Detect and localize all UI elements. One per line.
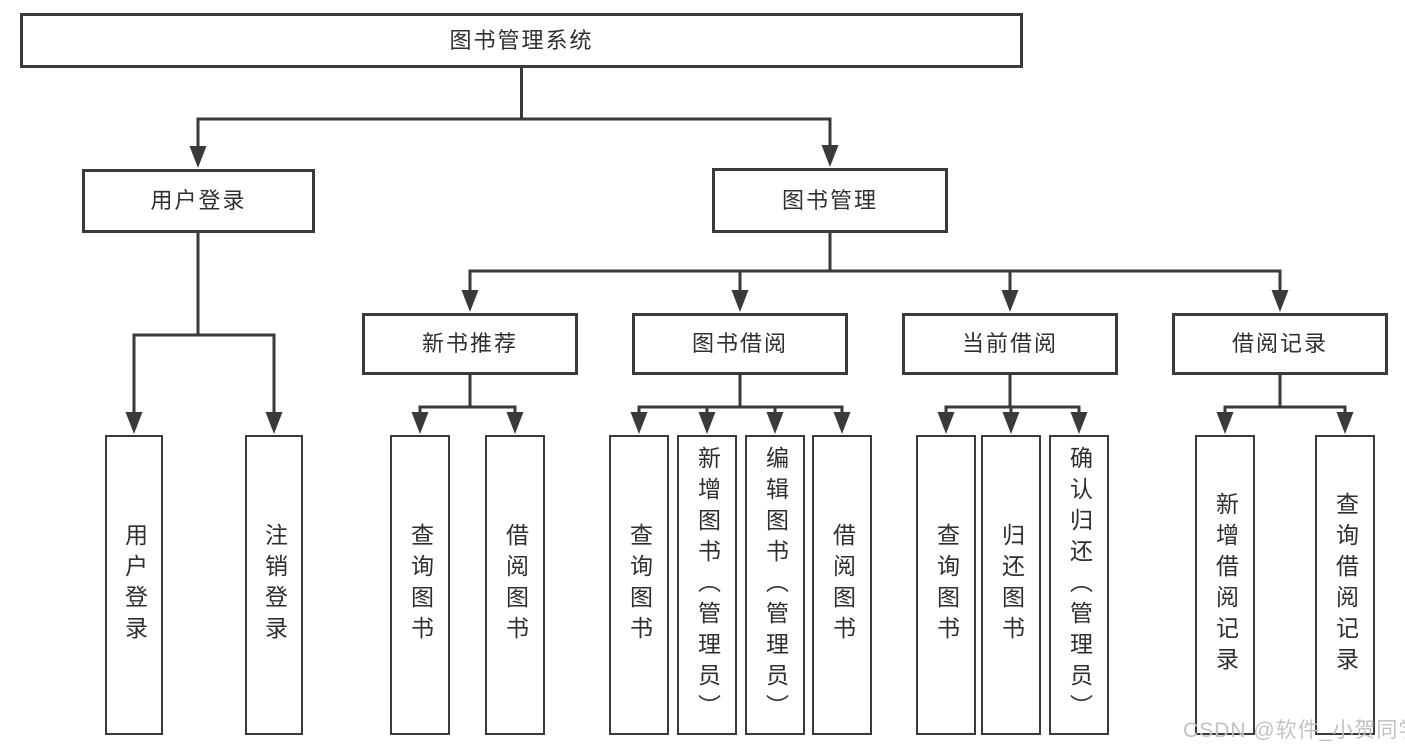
arrowhead-icon <box>766 412 784 434</box>
node-book-management: 图书管理 <box>712 168 948 233</box>
leaf-confirm-return-admin: 确认归还（管理员） <box>1049 435 1109 735</box>
leaf-query-borrow-record: 查询借阅记录 <box>1315 435 1375 735</box>
leaf-borrow-books-2: 借阅图书 <box>812 435 872 735</box>
arrowhead-icon <box>833 412 851 434</box>
node-current-borrowing: 当前借阅 <box>902 313 1118 375</box>
node-book-borrowing: 图书借阅 <box>632 313 848 375</box>
leaf-query-books-3: 查询图书 <box>916 435 976 735</box>
arrowhead-icon <box>189 146 207 168</box>
leaf-add-book-admin: 新增图书（管理员） <box>677 435 737 735</box>
arrowhead-icon <box>125 412 143 434</box>
leaf-borrow-books-1: 借阅图书 <box>485 435 545 735</box>
arrowhead-icon <box>1001 290 1019 312</box>
leaf-user-login: 用户登录 <box>105 435 163 735</box>
node-root-library-system: 图书管理系统 <box>20 13 1023 68</box>
arrowhead-icon <box>265 412 283 434</box>
leaf-query-books-1: 查询图书 <box>390 435 450 735</box>
arrowhead-icon <box>698 412 716 434</box>
csdn-watermark: CSDN @软件_小贺同学 <box>1183 719 1405 742</box>
arrowhead-icon <box>411 412 429 434</box>
arrowhead-icon <box>1336 412 1354 434</box>
arrowhead-icon <box>1216 412 1234 434</box>
arrowhead-icon <box>731 290 749 312</box>
arrowhead-icon <box>821 145 839 167</box>
node-borrowing-records: 借阅记录 <box>1172 313 1388 375</box>
node-user-login: 用户登录 <box>82 169 315 233</box>
connector-borrowing-to-leaves <box>630 375 851 434</box>
connector-bookmgmt-to-level3 <box>461 233 1289 312</box>
connector-root-to-level2 <box>189 68 839 168</box>
connector-newbooks-to-leaves <box>411 375 524 434</box>
connector-userlogin-to-leaves <box>125 233 283 434</box>
leaf-return-book: 归还图书 <box>981 435 1041 735</box>
arrowhead-icon <box>630 412 648 434</box>
leaf-logout: 注销登录 <box>245 435 303 735</box>
arrowhead-icon <box>1070 412 1088 434</box>
arrowhead-icon <box>1271 290 1289 312</box>
arrowhead-icon <box>937 412 955 434</box>
arrowhead-icon <box>506 412 524 434</box>
connector-records-to-leaves <box>1216 375 1354 434</box>
leaf-edit-book-admin: 编辑图书（管理员） <box>745 435 805 735</box>
arrowhead-icon <box>461 290 479 312</box>
node-new-book-recommend: 新书推荐 <box>362 313 578 375</box>
leaf-query-books-2: 查询图书 <box>609 435 669 735</box>
leaf-add-borrow-record: 新增借阅记录 <box>1195 435 1255 735</box>
arrowhead-icon <box>1002 412 1020 434</box>
connector-current-to-leaves <box>937 375 1088 434</box>
